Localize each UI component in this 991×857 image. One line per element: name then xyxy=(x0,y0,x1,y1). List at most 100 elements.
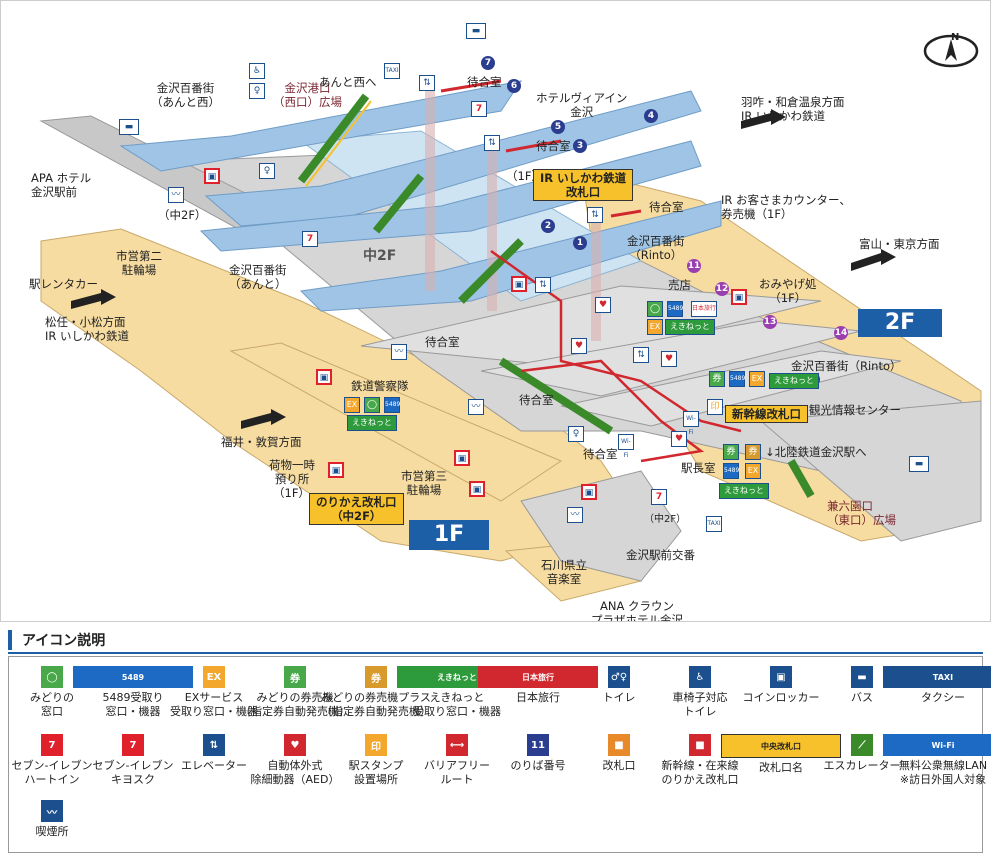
seven-eleven-icon: 7 xyxy=(302,231,318,247)
legend-item-label: トイレ xyxy=(602,691,636,704)
legend-item: ♥自動体外式 除細動器（AED） xyxy=(235,734,355,787)
platform-number-3: 3 xyxy=(573,139,587,153)
gate-ir-ishikawa: IR いしかわ鉄道 改札口 xyxy=(533,169,634,201)
coin-locker-icon: ▣ xyxy=(770,666,792,688)
coin-locker-icon: ▣ xyxy=(511,276,527,292)
legend-item: 印駅スタンプ 設置場所 xyxy=(316,734,436,787)
legend-item: 〰喫煙所 xyxy=(0,800,112,839)
coin-locker-icon: ▣ xyxy=(316,369,332,385)
bus-icon: ▬ xyxy=(851,666,873,688)
ekinet-icon: えきねっと xyxy=(347,415,397,431)
midori-window-icon: ◯ xyxy=(647,301,663,317)
ex-service-icon: EX xyxy=(647,319,663,335)
label-kanazawa-port-plaza: 金沢港口 （西口）広場 xyxy=(273,81,342,109)
escalator-icon: ⟋ xyxy=(851,734,873,756)
taxi-icon: TAXI xyxy=(384,63,400,79)
midori-ticket-machine-plus-icon: 券 xyxy=(365,666,387,688)
wifi-icon: Wi-Fi xyxy=(618,434,634,459)
label-waiting-room-east: 待合室 xyxy=(583,447,618,461)
midori-window-icon: ◯ xyxy=(41,666,63,688)
toilet-icon: ♀ xyxy=(568,426,584,442)
label-waiting-room-low: 待合室 xyxy=(519,393,554,407)
legend-item: ♂♀トイレ xyxy=(559,666,679,705)
label-seven-mezzanine: （中2F） xyxy=(644,514,687,525)
legend-item-label: えきねっと 受取り窓口・機器 xyxy=(413,691,501,718)
legend-item-label: 改札口名 xyxy=(759,761,803,774)
legend-item-label: みどりの券売機プラス （指定券自動発売機） xyxy=(321,691,431,718)
platform-number-2: 2 xyxy=(541,219,555,233)
seven-kiosk-icon: 7 xyxy=(122,734,144,756)
legend-item-label: タクシー xyxy=(921,691,965,704)
floor-label-mezzanine: 中2F xyxy=(363,248,397,264)
label-kenrokuen-plaza: 兼六園口 （東口）広場 xyxy=(827,499,896,527)
label-hokuriku-railway: ↓北陸鉄道金沢駅へ xyxy=(765,445,867,459)
platform-number-4: 4 xyxy=(644,109,658,123)
platform-number-13: 13 xyxy=(763,315,777,329)
coin-locker-icon: ▣ xyxy=(731,289,747,305)
legend-item-label: バス xyxy=(851,691,873,704)
aed-icon: ♥ xyxy=(595,297,611,313)
barrier-free-icon: ⟷ xyxy=(446,734,468,756)
legend-item-label: 新幹線・在来線 のりかえ改札口 xyxy=(661,759,739,786)
transfer-gate-icon: ■ xyxy=(689,734,711,756)
north-compass-icon xyxy=(923,34,979,68)
coin-locker-icon: ▣ xyxy=(581,484,597,500)
legend-item: ■ 新幹線・在来線 のりかえ改札口 xyxy=(640,734,760,787)
label-ir-counter: IR お客さまカウンター、 券売機（1F） xyxy=(721,193,851,221)
legend-item: ⟷バリアフリー ルート xyxy=(397,734,517,787)
5489-icon: 5489 xyxy=(73,666,193,688)
platform-number-12: 12 xyxy=(715,282,729,296)
legend-item-label: 自動体外式 除細動器（AED） xyxy=(250,759,340,786)
label-police-box: 金沢駅前交番 xyxy=(626,548,695,562)
label-shop: 売店 xyxy=(668,278,691,292)
elevator-icon: ⇅ xyxy=(484,135,500,151)
bus-icon: ▬ xyxy=(119,119,139,135)
nippon-travel-icon: 日本旅行 xyxy=(478,666,598,688)
legend-item-label: 喫煙所 xyxy=(35,825,69,838)
ex-service-icon: EX xyxy=(749,371,765,387)
ex-service-icon: EX xyxy=(203,666,225,688)
floor-badge-1f: 1F xyxy=(409,520,489,550)
platform-number-icon: 11 xyxy=(527,734,549,756)
midori-window-icon: ◯ xyxy=(364,397,380,413)
label-city-bicycle-parking-2: 市営第二 駐輪場 xyxy=(116,249,162,277)
legend-item-label: 日本旅行 xyxy=(516,691,560,704)
floor-badge-2f: 2F xyxy=(858,309,942,337)
ekinet-icon: えきねっと xyxy=(769,373,819,389)
elevator-icon: ⇅ xyxy=(535,277,551,293)
bus-icon: ▬ xyxy=(466,23,486,39)
label-station-master: 駅長室 xyxy=(681,461,716,475)
label-waiting-room-7: 待合室 xyxy=(467,75,502,89)
ticket-gate-icon: ■ xyxy=(608,734,630,756)
legend-item-label: 駅スタンプ 設置場所 xyxy=(348,759,404,786)
5489-icon: 5489 xyxy=(723,463,739,479)
label-hakui-direction: 羽咋・和倉温泉方面 IR いしかわ鉄道 xyxy=(741,95,845,123)
seven-eleven-icon: 7 xyxy=(471,101,487,117)
bus-icon: ▬ xyxy=(909,456,929,472)
legend-item-label: エスカレーター xyxy=(823,759,901,772)
legend-item: ♿車椅子対応 トイレ xyxy=(640,666,760,719)
aed-icon: ♥ xyxy=(661,351,677,367)
midori-ticket-machine-plus-icon: 券 xyxy=(745,444,761,460)
legend-title: アイコン説明 xyxy=(8,630,105,650)
gate-name-icon: 中央改札口 xyxy=(721,734,841,758)
toilet-icon: ♀ xyxy=(259,163,275,179)
label-toyama-direction: 富山・東京方面 xyxy=(859,237,940,251)
wheelchair-toilet-icon: ♿ xyxy=(249,63,265,79)
ex-service-icon: EX xyxy=(344,397,360,413)
legend-item: 中央改札口改札口名 xyxy=(721,734,841,775)
legend-item: 券みどりの券売機プラス （指定券自動発売機） xyxy=(316,666,436,719)
gate-shinkansen: 新幹線改札口 xyxy=(725,405,808,423)
stamp-icon: 印 xyxy=(365,734,387,756)
5489-icon: 5489 xyxy=(667,301,683,317)
legend-divider xyxy=(8,652,983,654)
legend-item-label: 無料公衆無線LAN ※訪日外国人対象 xyxy=(898,759,988,786)
midori-ticket-machine-icon: 券 xyxy=(284,666,306,688)
midori-ticket-machine-icon: 券 xyxy=(723,444,739,460)
